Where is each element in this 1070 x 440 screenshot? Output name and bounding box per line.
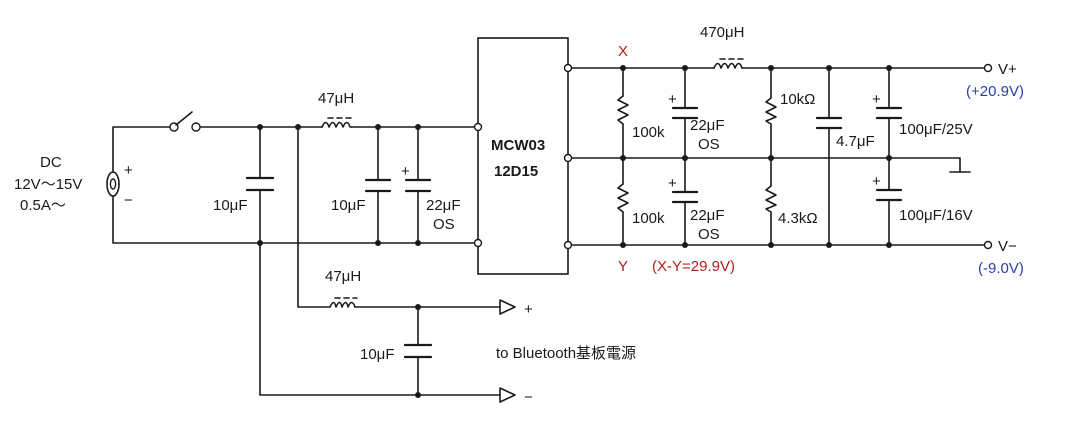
inductor-output — [713, 58, 744, 69]
pol-c-pos: + — [872, 91, 881, 108]
output-capacitor-plates — [671, 106, 903, 204]
bluetooth-minus: − — [524, 389, 533, 406]
label-l-out: 470μH — [700, 24, 745, 41]
module-line2: 12D15 — [494, 163, 538, 180]
input-minus: − — [124, 192, 133, 209]
pol-c-x: + — [668, 91, 677, 108]
label-c-y-value: 22μF — [690, 207, 725, 224]
output-wires — [571, 67, 986, 246]
label-r-x: 100k — [632, 124, 665, 141]
dc-jack — [106, 171, 120, 197]
label-c-in3-type: OS — [433, 216, 455, 233]
node-xy: (X-Y=29.9V) — [652, 258, 735, 275]
inductor-input — [321, 117, 353, 128]
pol-c-neg: + — [872, 173, 881, 190]
bluetooth-arrows — [499, 299, 516, 403]
node-x: X — [618, 43, 628, 60]
label-c-in1: 10μF — [213, 197, 248, 214]
input-junctions — [257, 124, 421, 398]
node-y: Y — [618, 258, 628, 275]
input-title: DC — [40, 154, 62, 171]
label-c-x-type: OS — [698, 136, 720, 153]
output-vplus-value: (+20.9V) — [966, 83, 1024, 100]
power-switch — [169, 111, 201, 132]
bluetooth-plus: + — [524, 301, 533, 318]
label-c-bt: 10μF — [360, 346, 395, 363]
label-c-in2: 10μF — [331, 197, 366, 214]
pol-c-in3: + — [401, 163, 410, 180]
bluetooth-label: to Bluetooth基板電源 — [496, 344, 636, 362]
output-vminus: V− — [998, 238, 1017, 255]
label-c-pos: 100μF/25V — [899, 121, 973, 138]
inductor-bluetooth — [329, 297, 358, 308]
label-c-in3-value: 22μF — [426, 197, 461, 214]
output-vminus-value: (-9.0V) — [978, 260, 1024, 277]
output-junctions — [620, 65, 892, 248]
label-r-bot: 4.3kΩ — [778, 210, 818, 227]
pol-c-y: + — [668, 175, 677, 192]
input-capacitor-plates — [245, 176, 433, 359]
label-c-x-value: 22μF — [690, 117, 725, 134]
output-terminals — [983, 63, 993, 250]
label-c-neg: 100μF/16V — [899, 207, 973, 224]
dcdc-module — [473, 37, 573, 275]
input-voltage: 12V～15V — [14, 176, 82, 193]
module-line1: MCW03 — [491, 137, 545, 154]
output-resistors — [617, 95, 777, 213]
input-wires — [112, 126, 501, 396]
label-l-in: 47μH — [318, 90, 354, 107]
label-l-bt: 47μH — [325, 268, 361, 285]
label-c-mid: 4.7μF — [836, 133, 875, 150]
label-r-top: 10kΩ — [780, 91, 815, 108]
input-current: 0.5A～ — [20, 197, 66, 214]
input-plus: + — [124, 162, 133, 179]
label-r-y: 100k — [632, 210, 665, 227]
output-vplus: V+ — [998, 61, 1017, 78]
label-c-y-type: OS — [698, 226, 720, 243]
